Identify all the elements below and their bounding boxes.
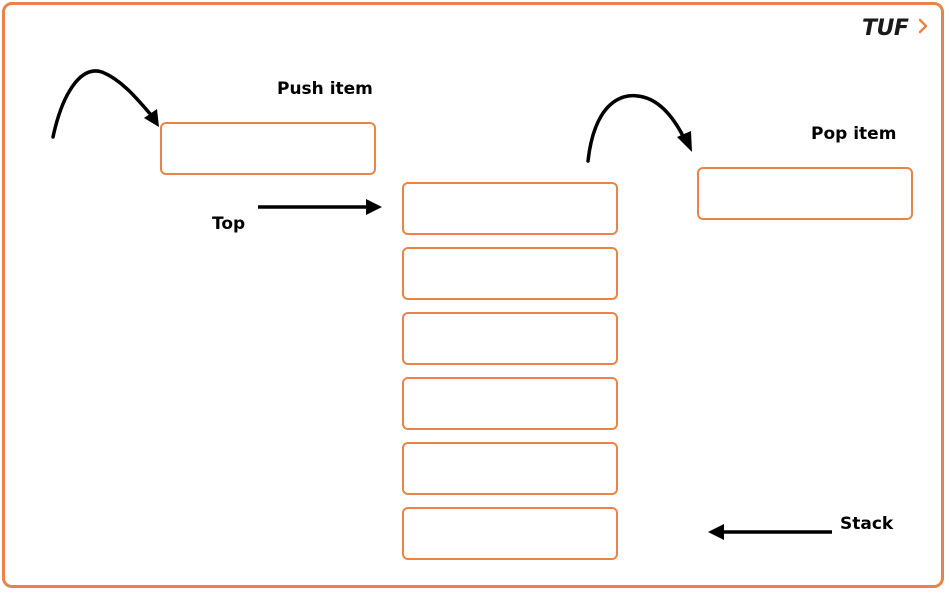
stack-slot-1	[402, 182, 618, 235]
top-label: Top	[212, 214, 246, 234]
pop-curve-arrow	[586, 93, 692, 163]
stack-label: Stack	[840, 514, 894, 534]
stack-slot-3	[402, 312, 618, 365]
pop-item-label: Pop item	[811, 124, 897, 144]
stack-slot-6	[402, 507, 618, 560]
stack-slot-4	[402, 377, 618, 430]
top-arrow	[258, 199, 382, 215]
push-curve-arrow	[51, 69, 159, 139]
chevron-right-icon	[918, 18, 928, 34]
stack-slot-5	[402, 442, 618, 495]
tuf-logo: TUF	[862, 16, 928, 41]
push-item-label: Push item	[277, 79, 373, 99]
stack-slot-2	[402, 247, 618, 300]
stack-arrow	[708, 524, 832, 540]
diagram-frame	[2, 2, 944, 588]
pop-item-box	[697, 167, 913, 220]
push-item-box	[160, 122, 376, 175]
logo-text: TUF	[862, 16, 909, 41]
